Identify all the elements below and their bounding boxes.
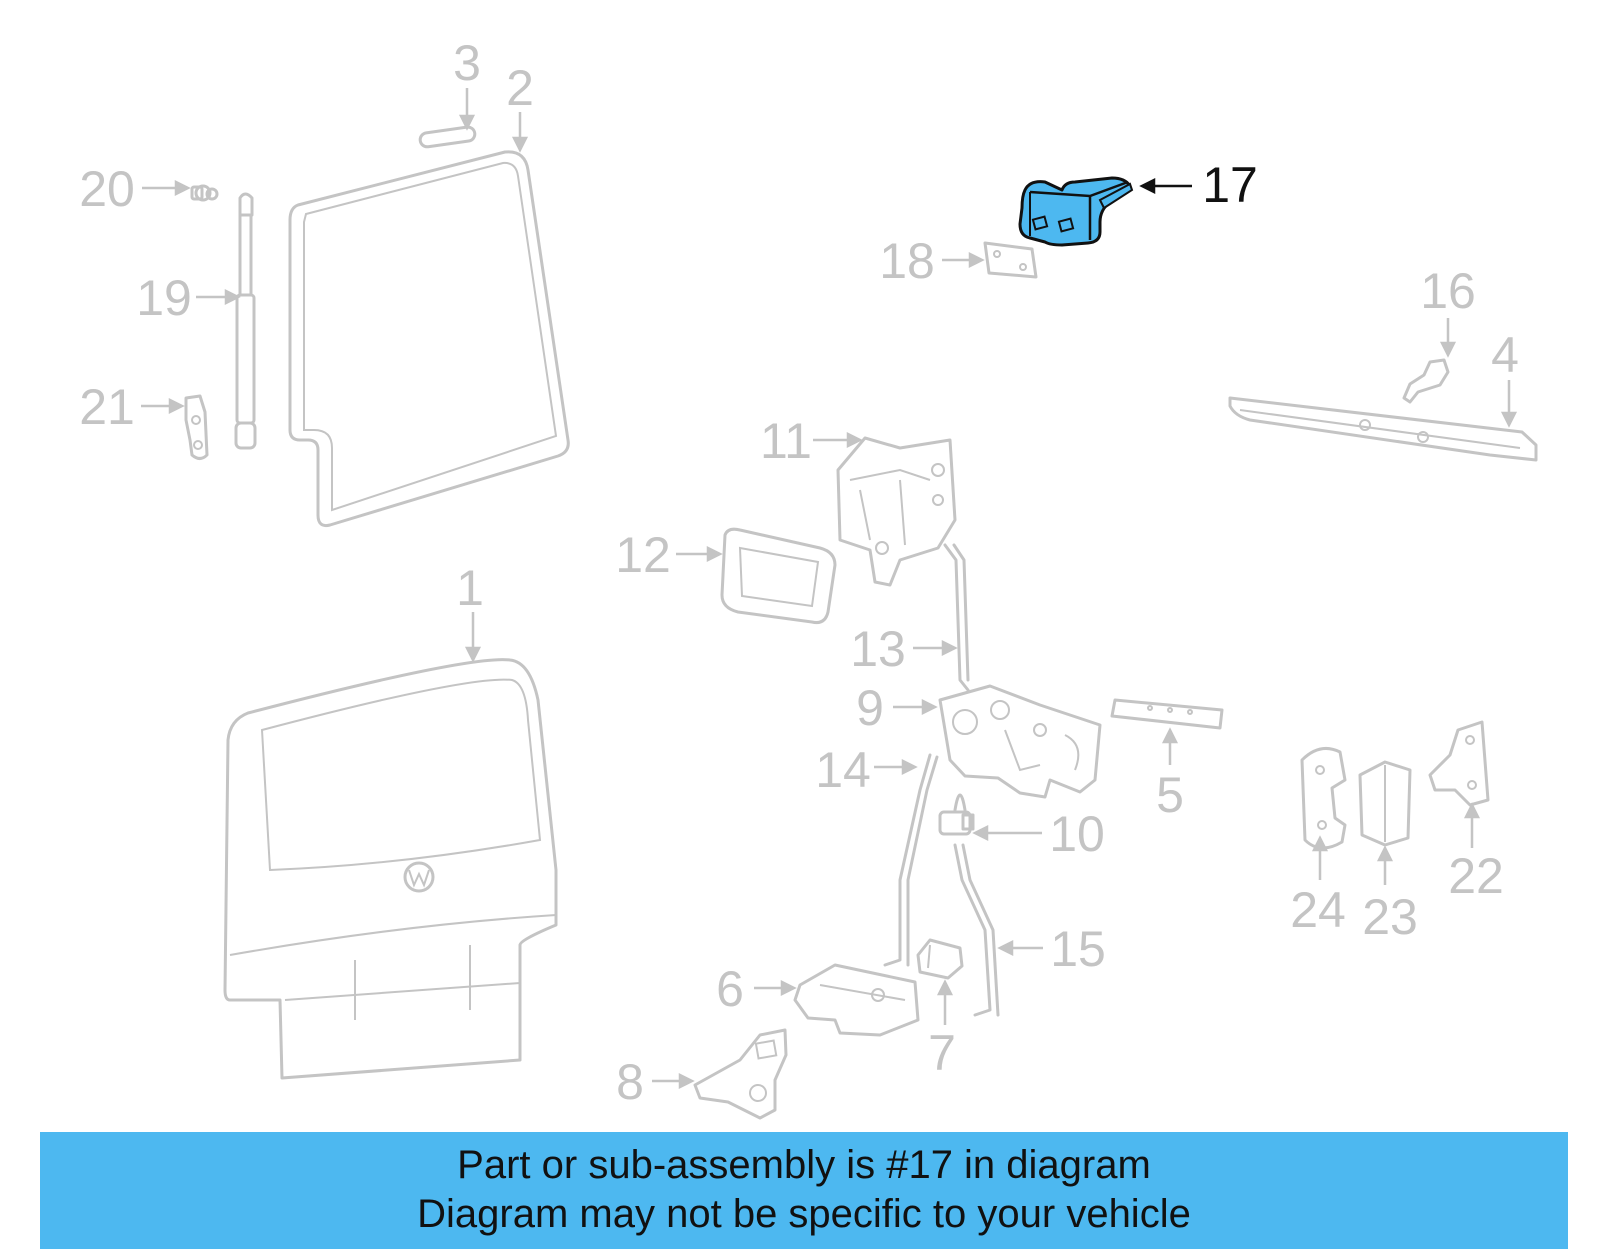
banner-line-1: Part or sub-assembly is #17 in diagram: [457, 1143, 1151, 1187]
part-15-rod: [953, 843, 1000, 1017]
callout-9: 9: [856, 680, 884, 736]
callout-4: 4: [1491, 327, 1519, 383]
part-7-connector: [916, 938, 964, 980]
part-1-tailgate: [223, 658, 558, 1080]
callout-3: 3: [453, 35, 481, 91]
part-14-rod: [883, 753, 939, 967]
part-13-rod: [943, 543, 970, 692]
part-16-clip: [1402, 358, 1450, 404]
callout-18: 18: [879, 233, 935, 289]
part-12-frame: [720, 527, 837, 624]
callout-7: 7: [928, 1025, 956, 1081]
callout-23: 23: [1362, 889, 1418, 945]
callout-12: 12: [615, 527, 671, 583]
part-19-gas-strut: [234, 192, 257, 450]
part-11-lock: [836, 436, 957, 587]
callout-16: 16: [1420, 263, 1476, 319]
callout-17: 17: [1202, 157, 1258, 213]
part-5-strip: [1110, 698, 1224, 730]
callout-19: 19: [136, 270, 192, 326]
callout-label-highlighted: 17: [1202, 157, 1258, 213]
part-17-hinge-highlighted: [1018, 176, 1134, 247]
callout-21: 21: [79, 379, 135, 435]
callout-13: 13: [850, 621, 906, 677]
callout-10: 10: [1049, 806, 1105, 862]
part-22-striker: [1428, 720, 1490, 807]
callout-20: 20: [79, 161, 135, 217]
part-18-plate: [983, 241, 1038, 279]
part-21-bracket: [184, 394, 209, 460]
part-20-ball-stud: [190, 184, 219, 202]
part-24-bumper: [1300, 746, 1347, 850]
part-6-lock-base: [793, 963, 920, 1037]
callout-labels: 3 2 20 19 21 18 16 4 11 12 13 9 1 5 14 1…: [79, 35, 1519, 1110]
part-3-seal: [418, 125, 477, 149]
callout-5: 5: [1156, 767, 1184, 823]
banner-line-2: Diagram may not be specific to your vehi…: [417, 1192, 1191, 1236]
callout-2: 2: [506, 60, 534, 116]
callout-24: 24: [1290, 882, 1346, 938]
leader-arrow-17: [1139, 177, 1192, 195]
callout-15: 15: [1050, 921, 1106, 977]
part-2-window-glass: [288, 150, 570, 527]
part-10-clip: [938, 793, 975, 836]
callout-11: 11: [760, 413, 812, 469]
part-8-bracket: [693, 1028, 788, 1120]
leader-arrows: [141, 88, 1518, 1090]
info-banner: Part or sub-assembly is #17 in diagram D…: [40, 1132, 1568, 1249]
callout-22: 22: [1448, 848, 1504, 904]
callout-1: 1: [456, 560, 484, 616]
part-9-latch: [938, 684, 1102, 799]
part-23-block: [1358, 760, 1412, 847]
callout-8: 8: [616, 1054, 644, 1110]
callout-14: 14: [815, 742, 871, 798]
part-4-strip: [1228, 396, 1538, 462]
callout-6: 6: [716, 961, 744, 1017]
